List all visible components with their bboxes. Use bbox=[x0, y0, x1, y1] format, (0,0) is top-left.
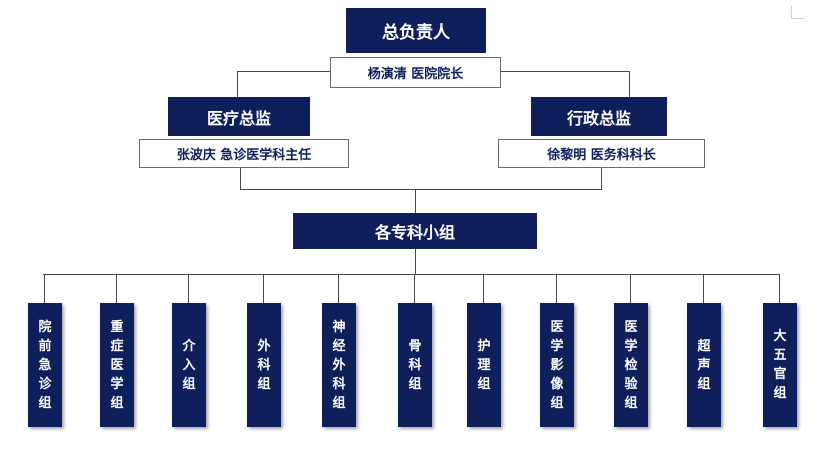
group-label-char: 检 bbox=[624, 357, 638, 373]
group-label-char: 官 bbox=[773, 367, 787, 382]
medical-title-box: 医疗总监 bbox=[168, 97, 310, 136]
group-label-char: 前 bbox=[38, 338, 52, 354]
group-label-char: 经 bbox=[332, 338, 346, 354]
group-connector bbox=[483, 274, 484, 303]
group-connector bbox=[188, 274, 189, 303]
chief-title: 总负责人 bbox=[382, 23, 450, 43]
group-label-char: 组 bbox=[110, 395, 124, 411]
group-connector bbox=[338, 274, 339, 303]
group-connector bbox=[414, 274, 415, 303]
group-label-char: 理 bbox=[477, 357, 491, 373]
admin-title-box: 行政总监 bbox=[531, 97, 667, 136]
group-label-char: 组 bbox=[38, 395, 52, 411]
group-connector bbox=[116, 274, 117, 303]
admin-name-box: 徐黎明 医务科科长 bbox=[498, 139, 705, 168]
crop-mark bbox=[791, 6, 804, 19]
group-label-char: 学 bbox=[624, 338, 638, 354]
group-label-char: 组 bbox=[477, 376, 491, 392]
group-label-char: 大 bbox=[773, 329, 787, 344]
medical-name-box: 张波庆 急诊医学科主任 bbox=[139, 139, 349, 168]
group-connector bbox=[263, 274, 264, 303]
group-label-char: 外 bbox=[257, 338, 271, 354]
group-connector bbox=[779, 274, 780, 303]
group-box: 神经外科组 bbox=[322, 303, 356, 427]
group-box: 大五官组 bbox=[763, 303, 797, 427]
group-box: 医学影像组 bbox=[540, 303, 574, 427]
group-label-char: 重 bbox=[110, 319, 124, 335]
subgroups-title-box: 各专科小组 bbox=[293, 213, 537, 249]
group-label-char: 组 bbox=[624, 395, 638, 411]
chief-name-box: 杨演清 医院院长 bbox=[330, 57, 501, 88]
group-label-char: 急 bbox=[38, 357, 52, 373]
chief-title-box: 总负责人 bbox=[346, 8, 486, 53]
group-connector bbox=[703, 274, 704, 303]
group-label-char: 像 bbox=[550, 376, 564, 392]
group-connector bbox=[44, 274, 45, 303]
group-label-char: 介 bbox=[182, 338, 196, 354]
group-label-char: 组 bbox=[332, 395, 346, 411]
group-label-char: 组 bbox=[773, 386, 787, 401]
group-label-char: 科 bbox=[408, 357, 422, 373]
group-label-char: 医 bbox=[550, 319, 564, 335]
group-box: 护理组 bbox=[467, 303, 501, 427]
admin-name: 徐黎明 医务科科长 bbox=[547, 148, 656, 163]
group-label-char: 组 bbox=[408, 376, 422, 392]
group-label-char: 科 bbox=[332, 376, 346, 392]
group-label-char: 组 bbox=[697, 376, 711, 392]
group-box: 院前急诊组 bbox=[28, 303, 62, 427]
group-label-char: 组 bbox=[182, 376, 196, 392]
group-label-char: 五 bbox=[773, 348, 787, 363]
group-label-char: 学 bbox=[550, 338, 564, 354]
group-label-char: 症 bbox=[110, 338, 124, 354]
group-connector bbox=[556, 274, 557, 303]
medical-title: 医疗总监 bbox=[206, 108, 271, 128]
group-box: 骨科组 bbox=[398, 303, 432, 427]
group-label-char: 入 bbox=[182, 357, 196, 373]
group-label-char: 超 bbox=[697, 338, 711, 354]
group-box: 医学检验组 bbox=[614, 303, 648, 427]
group-label-char: 骨 bbox=[408, 338, 422, 354]
group-label-char: 医 bbox=[624, 319, 638, 335]
group-label-char: 外 bbox=[332, 357, 346, 373]
group-label-char: 组 bbox=[257, 376, 271, 392]
subgroups-title: 各专科小组 bbox=[374, 223, 455, 242]
group-label-char: 声 bbox=[697, 357, 711, 373]
group-label-char: 科 bbox=[257, 357, 271, 373]
group-label-char: 护 bbox=[477, 338, 491, 354]
medical-name: 张波庆 急诊医学科主任 bbox=[176, 148, 312, 163]
group-label-char: 影 bbox=[550, 357, 564, 373]
chief-name: 杨演清 医院院长 bbox=[367, 67, 464, 82]
group-label-char: 院 bbox=[38, 319, 52, 335]
group-label-char: 医 bbox=[110, 357, 124, 373]
group-label-char: 诊 bbox=[38, 376, 52, 392]
group-box: 介入组 bbox=[172, 303, 206, 427]
group-label-char: 组 bbox=[550, 395, 564, 411]
group-connector bbox=[630, 274, 631, 303]
group-box: 超声组 bbox=[687, 303, 721, 427]
group-label-char: 验 bbox=[624, 376, 638, 392]
group-box: 外科组 bbox=[247, 303, 281, 427]
group-label-char: 学 bbox=[110, 376, 124, 392]
group-box: 重症医学组 bbox=[100, 303, 134, 427]
admin-title: 行政总监 bbox=[566, 108, 631, 128]
group-label-char: 神 bbox=[332, 319, 346, 335]
